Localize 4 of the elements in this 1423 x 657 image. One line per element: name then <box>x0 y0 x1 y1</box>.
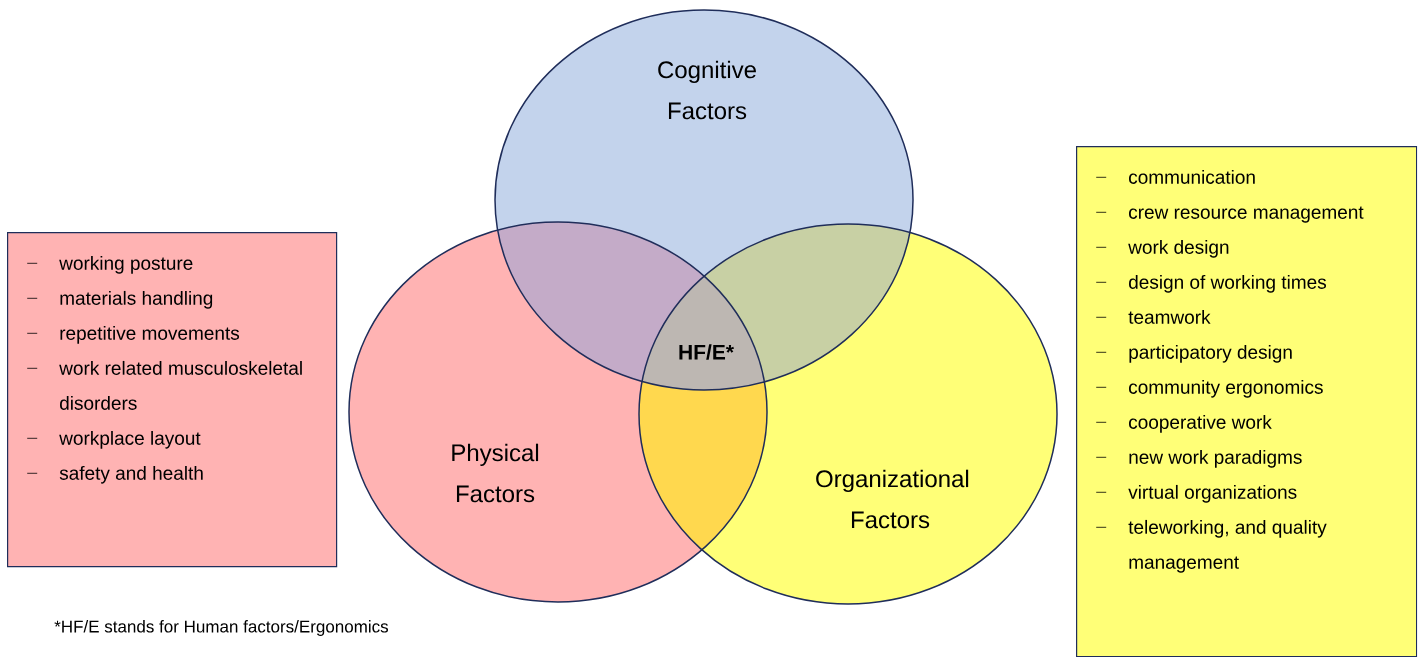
list-box: communication crew resource management work design design of working times teamwork participatory design community ergonomics cooperative work new work paradigms virtual organizations teleworking, and quality management <box>1076 146 1418 657</box>
center-label: HF/E* <box>679 344 734 360</box>
footnote: *HF/E stands for Human factors/Ergonomics <box>54 620 388 636</box>
list-box: working posture materials handling repetitive movements work related musculoskeletal disorders workplace layout safety and health <box>7 232 338 568</box>
